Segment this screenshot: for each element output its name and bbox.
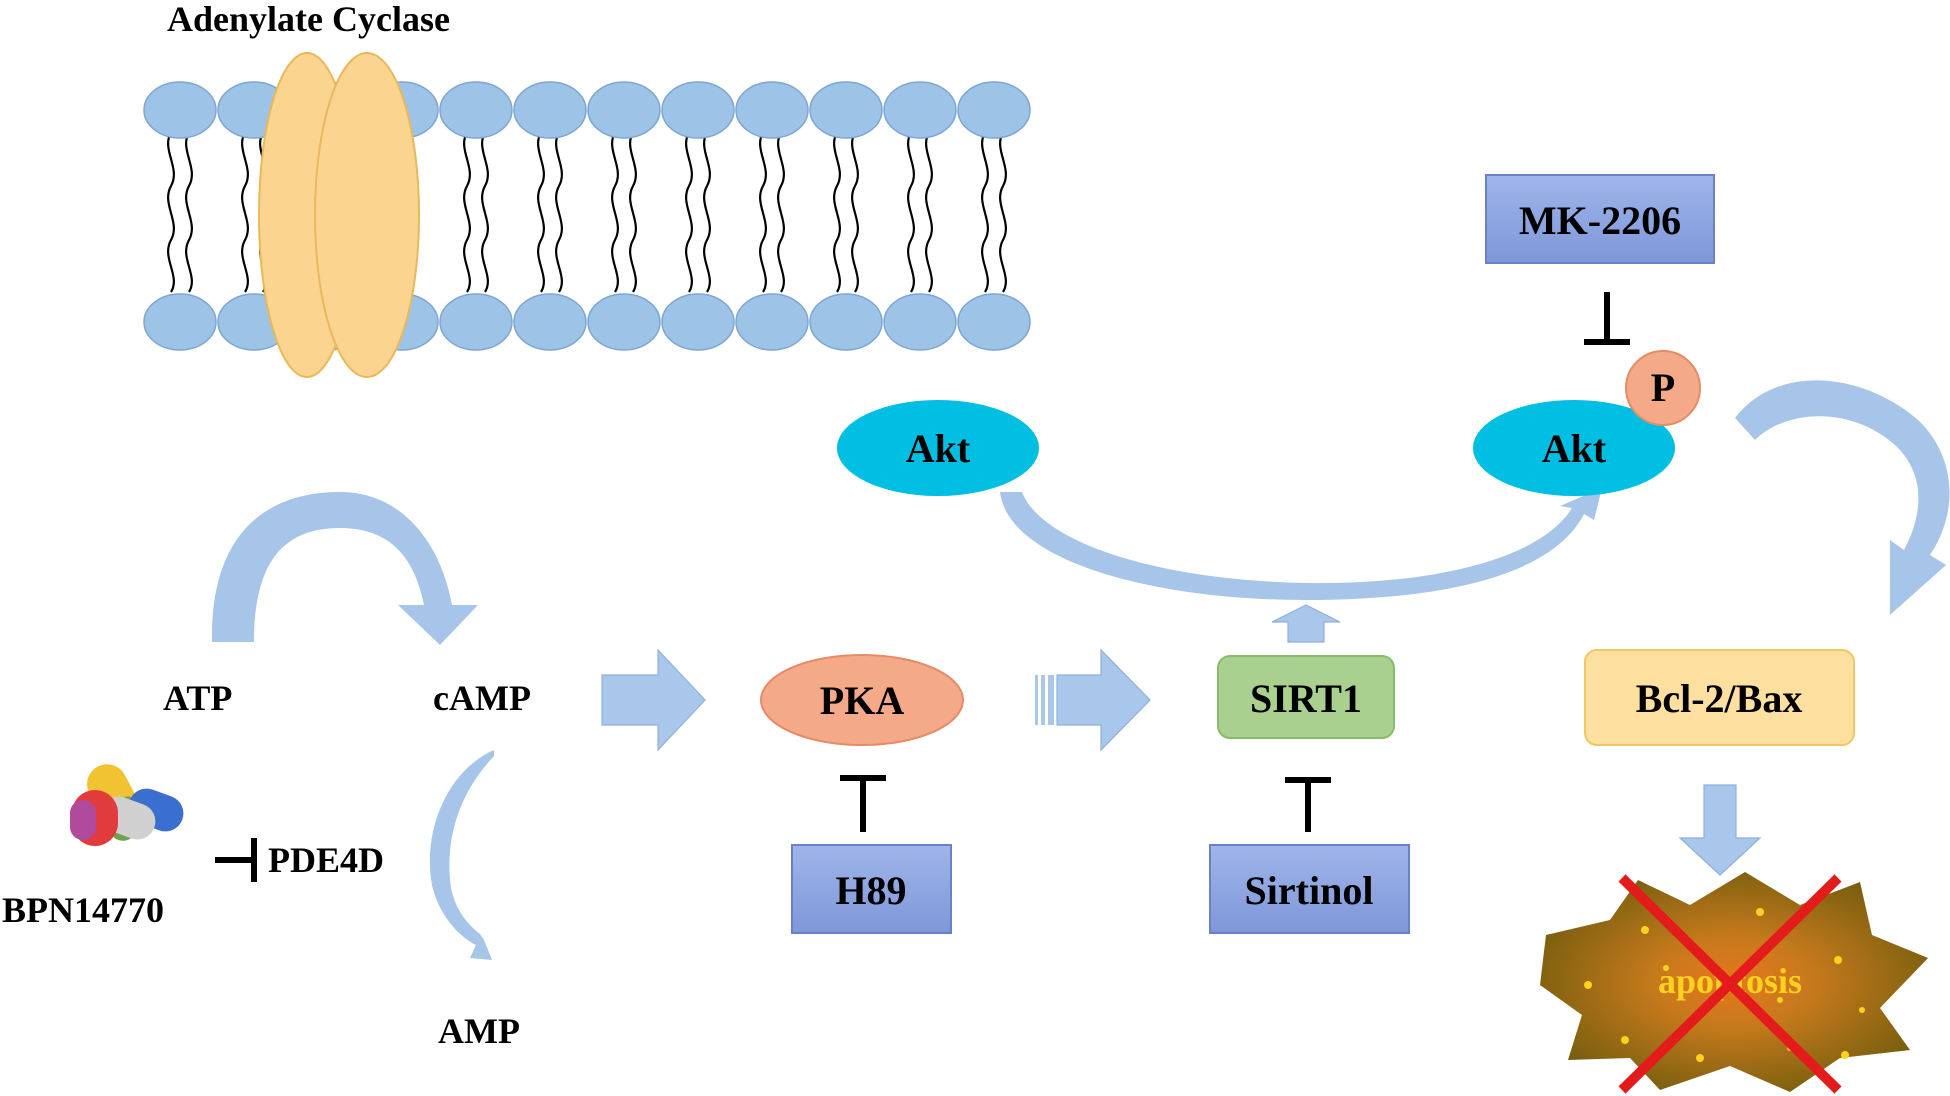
inhibition-pde4d-icon bbox=[215, 838, 257, 882]
h89-label: H89 bbox=[835, 868, 906, 913]
pka-label: PKA bbox=[820, 678, 905, 723]
cross-out-icon bbox=[1618, 874, 1842, 1094]
akt-left-node bbox=[837, 400, 1039, 496]
apoptosis-dots bbox=[1584, 908, 1865, 1062]
phospholipid bbox=[513, 81, 587, 351]
bcl2-bax-label: Bcl-2/Bax bbox=[1636, 676, 1803, 721]
phospho-badge bbox=[1625, 350, 1701, 426]
atp-to-camp-arrow bbox=[211, 492, 479, 645]
adenylate-cyclase-protein bbox=[258, 52, 420, 378]
phospholipid bbox=[957, 81, 1031, 351]
capsules-icon bbox=[70, 764, 184, 846]
pka-node bbox=[760, 654, 964, 746]
amp-label: AMP bbox=[438, 1011, 520, 1051]
phospholipid bbox=[883, 81, 957, 351]
akt-left-label: Akt bbox=[906, 426, 971, 471]
phospho-label: P bbox=[1651, 365, 1675, 410]
camp-to-amp-arrow bbox=[429, 750, 494, 960]
h89-box bbox=[791, 844, 952, 934]
camp-label: cAMP bbox=[433, 678, 531, 718]
phospholipid bbox=[735, 81, 809, 351]
akt-phosphorylation-arrow bbox=[1000, 488, 1602, 600]
atp-label: ATP bbox=[163, 678, 232, 718]
sirt1-node bbox=[1217, 655, 1395, 739]
akt-to-bcl2-arrow bbox=[1735, 380, 1950, 615]
phospholipid bbox=[439, 81, 513, 351]
phospholipid bbox=[587, 81, 661, 351]
adenylate-cyclase-label: Adenylate Cyclase bbox=[167, 0, 450, 39]
akt-right-node bbox=[1473, 400, 1675, 496]
pka-to-sirt1-arrow bbox=[1035, 648, 1151, 752]
sirtinol-box bbox=[1209, 844, 1410, 934]
bcl2-to-apoptosis-arrow bbox=[1678, 784, 1762, 876]
mk2206-label: MK-2206 bbox=[1519, 198, 1681, 243]
phospholipid bbox=[809, 81, 883, 351]
inhibition-sirt1-icon bbox=[1285, 777, 1331, 832]
bpn14770-label: BPN14770 bbox=[2, 890, 164, 930]
akt-right-label: Akt bbox=[1542, 426, 1607, 471]
phospholipid bbox=[661, 81, 735, 351]
phospholipid bbox=[143, 81, 217, 351]
mk2206-box bbox=[1485, 174, 1715, 264]
sirtinol-label: Sirtinol bbox=[1245, 868, 1374, 913]
sirt1-label: SIRT1 bbox=[1250, 676, 1362, 721]
bcl2-bax-node bbox=[1584, 649, 1855, 746]
pde4d-label: PDE4D bbox=[268, 840, 384, 880]
inhibition-pka-icon bbox=[840, 775, 886, 832]
camp-to-pka-arrow bbox=[601, 648, 706, 752]
sirt1-up-arrow bbox=[1271, 604, 1341, 643]
inhibition-akt-icon bbox=[1584, 292, 1630, 345]
